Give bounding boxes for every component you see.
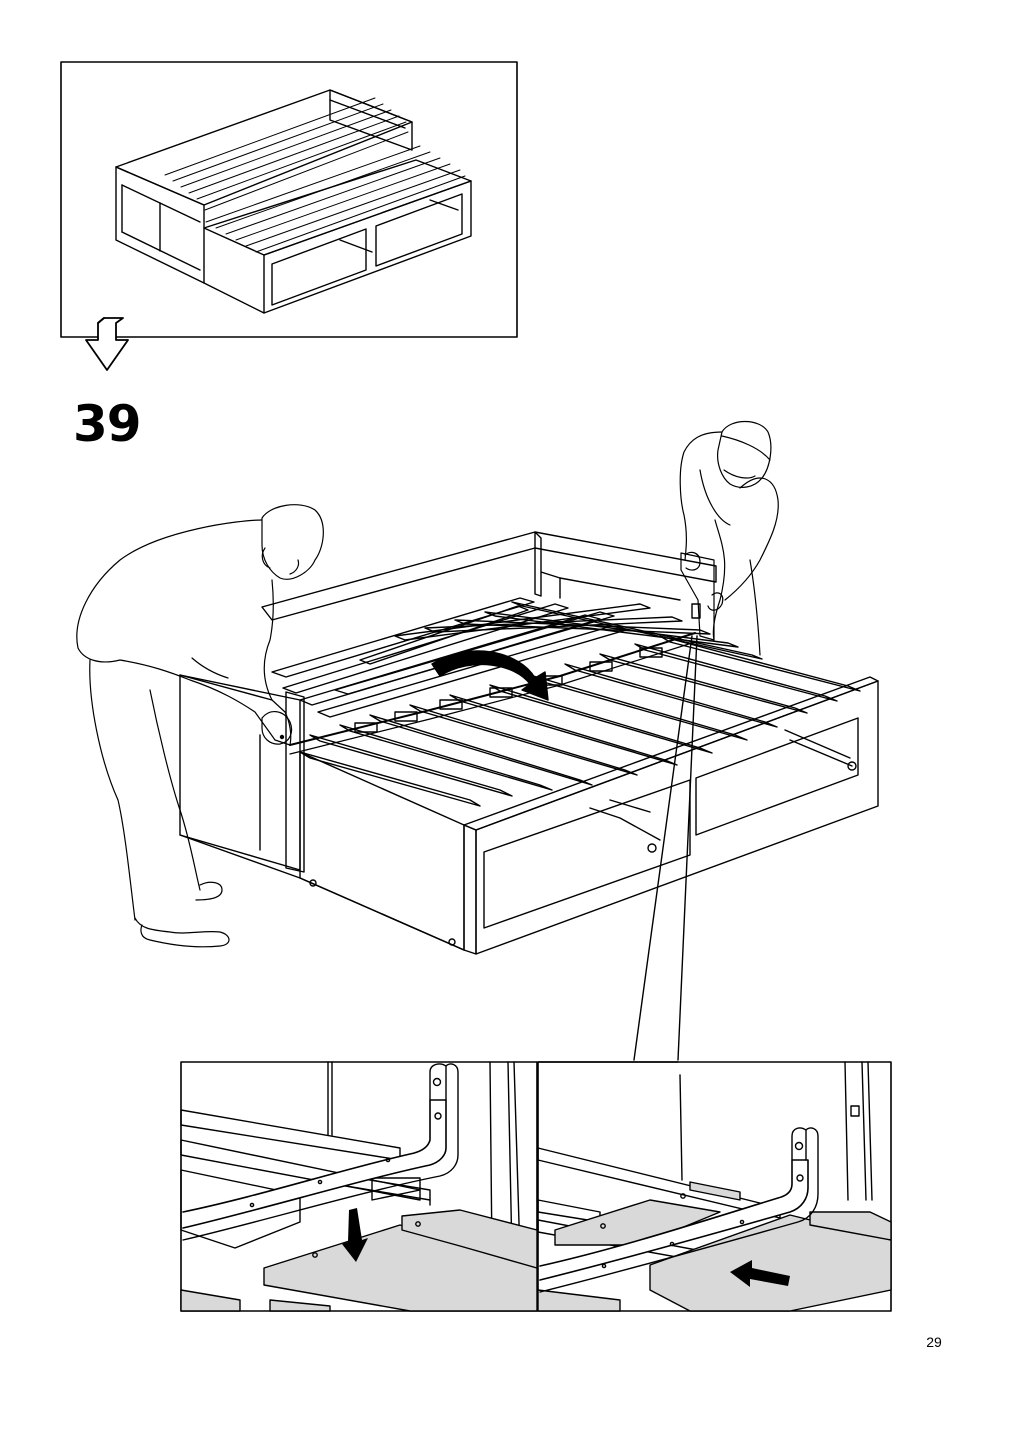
bed-end-panel-left [179, 674, 305, 873]
left-arrow-icon [730, 1260, 790, 1287]
hollow-down-arrow-icon [85, 317, 129, 371]
previous-step-thumbnail [60, 61, 518, 338]
page-number: 29 [926, 1334, 942, 1350]
bed-back-rail [261, 531, 717, 621]
bed-pullout-frame [179, 676, 879, 955]
curved-arrow-icon [431, 650, 549, 701]
person-left [76, 504, 324, 948]
detail-callout-lines [633, 603, 701, 1061]
person-right [679, 420, 779, 656]
thumbnail-slats [164, 97, 466, 253]
main-scene [76, 420, 879, 1061]
step-number: 39 [73, 395, 142, 453]
down-arrow-icon [342, 1208, 368, 1262]
thumbnail-bed-frame [115, 89, 472, 314]
detail-panel-left [180, 1061, 538, 1312]
bed-slats [271, 597, 861, 807]
detail-panel-right [537, 1061, 892, 1312]
